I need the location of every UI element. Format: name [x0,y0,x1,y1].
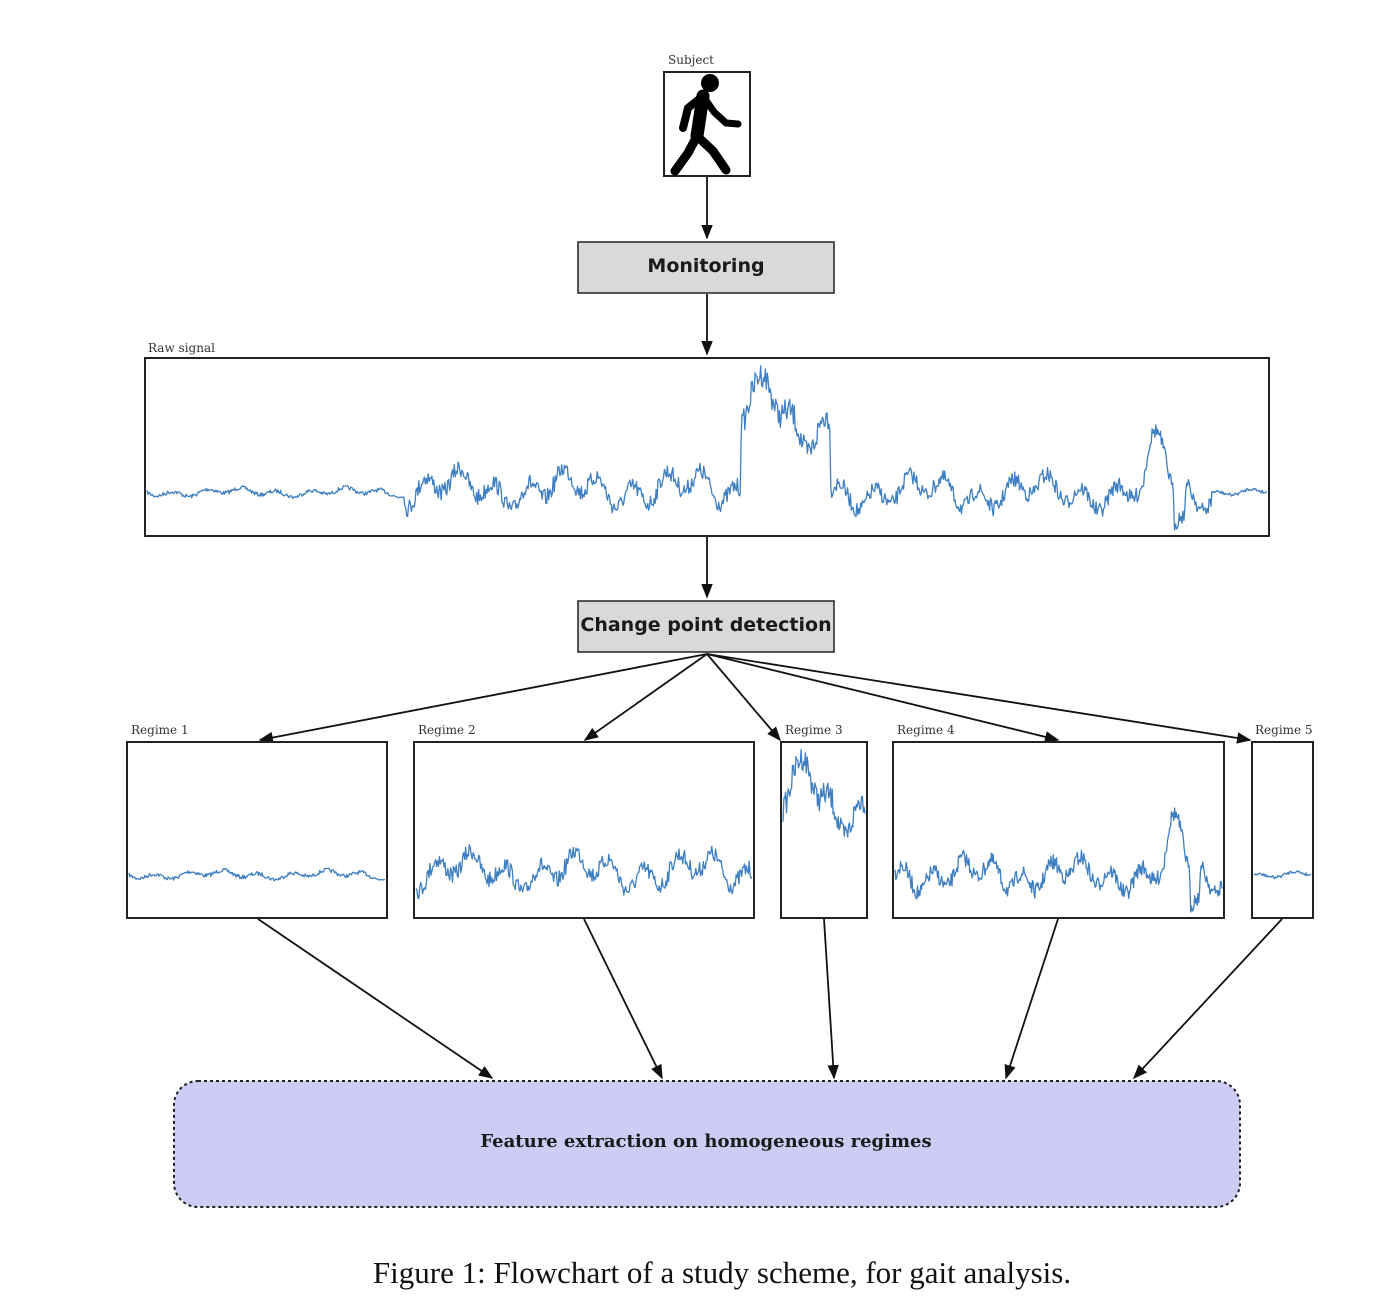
raw-signal-trace [146,365,1268,531]
monitoring-box [577,241,835,294]
walking-person-icon [670,74,742,176]
regime-1-label: Regime 1 [131,723,189,737]
regime-4-box [892,741,1225,919]
raw-signal-box [144,357,1270,537]
arrow-regime-5-feature [1133,918,1283,1080]
regime-1-box [126,741,388,919]
regime-2-trace [415,844,753,900]
arrow-regime-3-feature [823,918,839,1080]
arrow-cpd-regime-5 [706,653,1252,744]
arrow-cpd-regime-4 [706,653,1060,743]
regime-5-label: Regime 5 [1255,723,1313,737]
monitoring-label: Monitoring [647,255,764,277]
regime-5-trace [1253,870,1312,880]
regime-2-label: Regime 2 [418,723,476,737]
feature-extraction-label: Feature extraction on homogeneous regime… [480,1131,931,1152]
change-point-label: Change point detection [580,614,831,636]
change-point-box [577,600,835,653]
arrow-cpd-regime-3 [706,653,781,742]
raw-signal-label: Raw signal [148,341,215,355]
feature-extraction-box [173,1080,1241,1208]
regime-2-box [413,741,755,919]
arrow-cpd-regime-2 [583,653,708,741]
figure-caption: Figure 1: Flowchart of a study scheme, f… [373,1255,1071,1290]
regime-4-trace [894,807,1223,913]
regime-3-label: Regime 3 [785,723,843,737]
arrow-cpd-regime-1 [258,653,708,744]
regime-5-box [1251,741,1314,919]
regime-4-label: Regime 4 [897,723,955,737]
regime-3-trace [782,749,866,838]
arrow-regime-2-feature [583,918,663,1080]
arrow-regime-1-feature [257,918,494,1079]
regime-1-trace [128,867,386,882]
arrow-regime-4-feature [1004,918,1059,1080]
subject-label: Subject [668,53,714,67]
